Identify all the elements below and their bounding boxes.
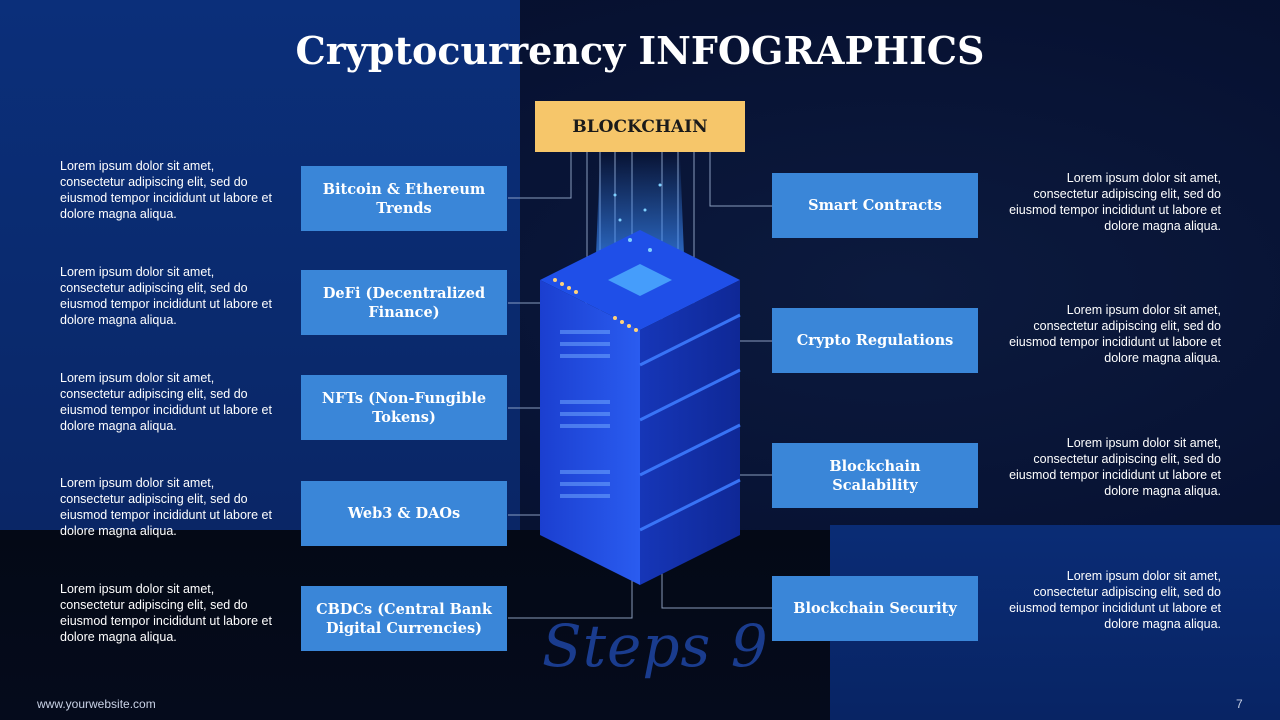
page-title: Cryptocurrency INFOGRAPHICS [295,28,985,73]
desc-blockchain-security: Lorem ipsum dolor sit amet, consectetur … [1009,569,1221,631]
desc-blockchain-scalability: Lorem ipsum dolor sit amet, consectetur … [1009,436,1221,498]
background-panel-left [0,0,520,530]
desc-smart-contracts: Lorem ipsum dolor sit amet, consectetur … [1009,171,1221,233]
desc-nfts: Lorem ipsum dolor sit amet, consectetur … [60,371,272,433]
desc-cbdcs: Lorem ipsum dolor sit amet, consectetur … [60,582,272,644]
desc-crypto-regulations: Lorem ipsum dolor sit amet, consectetur … [1009,303,1221,365]
node-bitcoin-ethereum: Bitcoin & Ethereum Trends [301,166,507,231]
node-nfts: NFTs (Non-Fungible Tokens) [301,375,507,440]
blockchain-center-box: BLOCKCHAIN [535,101,745,152]
node-blockchain-scalability: Blockchain Scalability [772,443,978,508]
node-blockchain-security: Blockchain Security [772,576,978,641]
node-cbdcs: CBDCs (Central Bank Digital Currencies) [301,586,507,651]
steps-watermark: Steps 9 [542,612,769,680]
node-crypto-regulations: Crypto Regulations [772,308,978,373]
server-stack-icon [540,155,741,585]
desc-bitcoin-ethereum: Lorem ipsum dolor sit amet, consectetur … [60,159,272,221]
footer-url: www.yourwebsite.com [37,697,156,711]
node-web3-daos: Web3 & DAOs [301,481,507,546]
node-smart-contracts: Smart Contracts [772,173,978,238]
desc-defi: Lorem ipsum dolor sit amet, consectetur … [60,265,272,327]
desc-web3-daos: Lorem ipsum dolor sit amet, consectetur … [60,476,272,538]
node-defi: DeFi (Decentralized Finance) [301,270,507,335]
page-number: 7 [1236,697,1243,711]
